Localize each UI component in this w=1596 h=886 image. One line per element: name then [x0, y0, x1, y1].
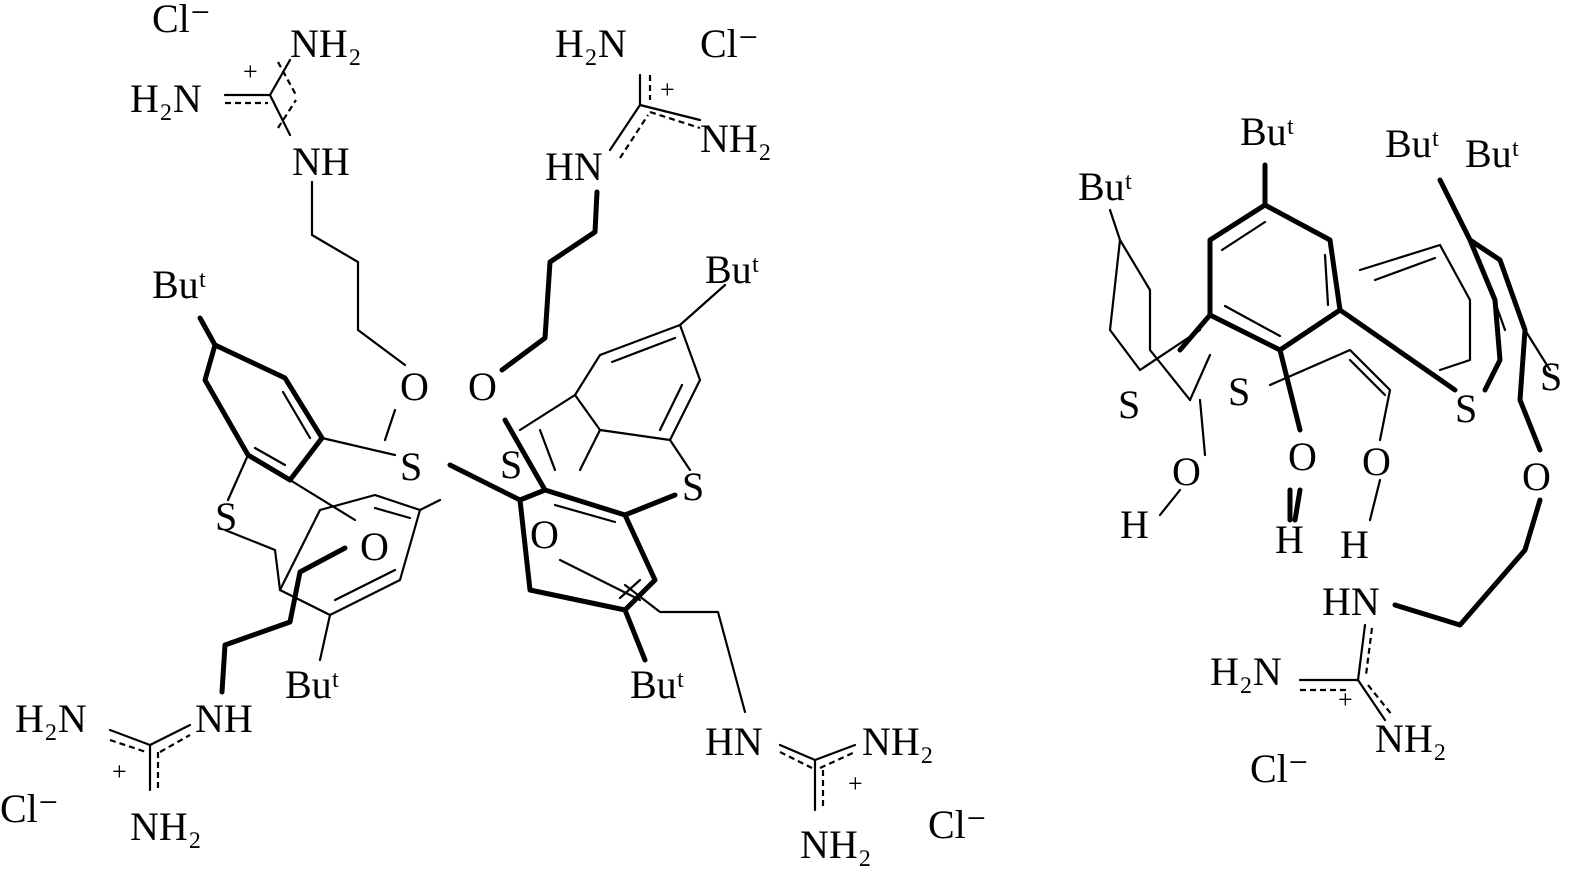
charge-label: + [1338, 685, 1353, 714]
right-molecule-labels: Buᵗ Buᵗ Buᵗ Buᵗ S S S S O O O O H H H HN… [1078, 109, 1562, 791]
atom-label: NH₂ [130, 804, 202, 849]
atom-label: H₂N [130, 76, 202, 121]
tert-butyl-label: Buᵗ [1465, 131, 1519, 176]
tert-butyl-label: Buᵗ [285, 662, 339, 707]
oxygen-label: O [1522, 454, 1551, 499]
chloride-label: Cl⁻ [928, 802, 987, 847]
oxygen-label: O [1288, 434, 1317, 479]
atom-label: HN [545, 144, 603, 189]
sulfur-label: S [1228, 369, 1250, 414]
sulfur-label: S [1540, 354, 1562, 399]
atom-label: NH₂ [862, 719, 934, 764]
atom-label: NH₂ [290, 21, 362, 66]
tert-butyl-label: Buᵗ [705, 247, 759, 292]
atom-label: NH [195, 696, 253, 741]
charge-label: + [243, 57, 258, 86]
oxygen-label: O [360, 524, 389, 569]
oxygen-label: O [400, 364, 429, 409]
left-molecule-labels: Cl⁻ NH₂ H₂N + NH H₂N Cl⁻ NH₂ + HN Buᵗ Bu… [0, 0, 987, 867]
hydrogen-label: H [1275, 517, 1304, 562]
chloride-label: Cl⁻ [1250, 746, 1309, 791]
atom-label: H₂N [555, 21, 627, 66]
charge-label: + [112, 757, 127, 786]
charge-label: + [660, 75, 675, 104]
chloride-label: Cl⁻ [0, 786, 59, 831]
sulfur-label: S [1118, 382, 1140, 427]
hydrogen-label: H [1340, 522, 1369, 567]
tert-butyl-label: Buᵗ [1240, 109, 1294, 154]
oxygen-label: O [1172, 449, 1201, 494]
right-molecule-bonds [1108, 162, 1552, 722]
oxygen-label: O [1362, 439, 1391, 484]
oxygen-label: O [468, 364, 497, 409]
hydrogen-label: H [1120, 502, 1149, 547]
tert-butyl-label: Buᵗ [630, 662, 684, 707]
sulfur-label: S [500, 442, 522, 487]
charge-label: + [848, 769, 863, 798]
sulfur-label: S [215, 494, 237, 539]
atom-label: HN [705, 719, 763, 764]
tert-butyl-label: Buᵗ [1385, 121, 1439, 166]
tert-butyl-label: Buᵗ [1078, 164, 1132, 209]
sulfur-label: S [400, 444, 422, 489]
atom-label: H₂N [1210, 649, 1282, 694]
chloride-label: Cl⁻ [152, 0, 211, 41]
atom-label: H₂N [15, 696, 87, 741]
atom-label: NH₂ [700, 116, 772, 161]
tert-butyl-label: Buᵗ [152, 262, 206, 307]
atom-label: NH₂ [1375, 716, 1447, 761]
sulfur-label: S [1455, 386, 1477, 431]
atom-label: HN [1322, 579, 1380, 624]
chloride-label: Cl⁻ [700, 21, 759, 66]
atom-label: NH₂ [800, 822, 872, 867]
oxygen-label: O [530, 512, 559, 557]
atom-label: NH [292, 139, 350, 184]
left-molecule-bonds [108, 58, 857, 812]
sulfur-label: S [682, 464, 704, 509]
